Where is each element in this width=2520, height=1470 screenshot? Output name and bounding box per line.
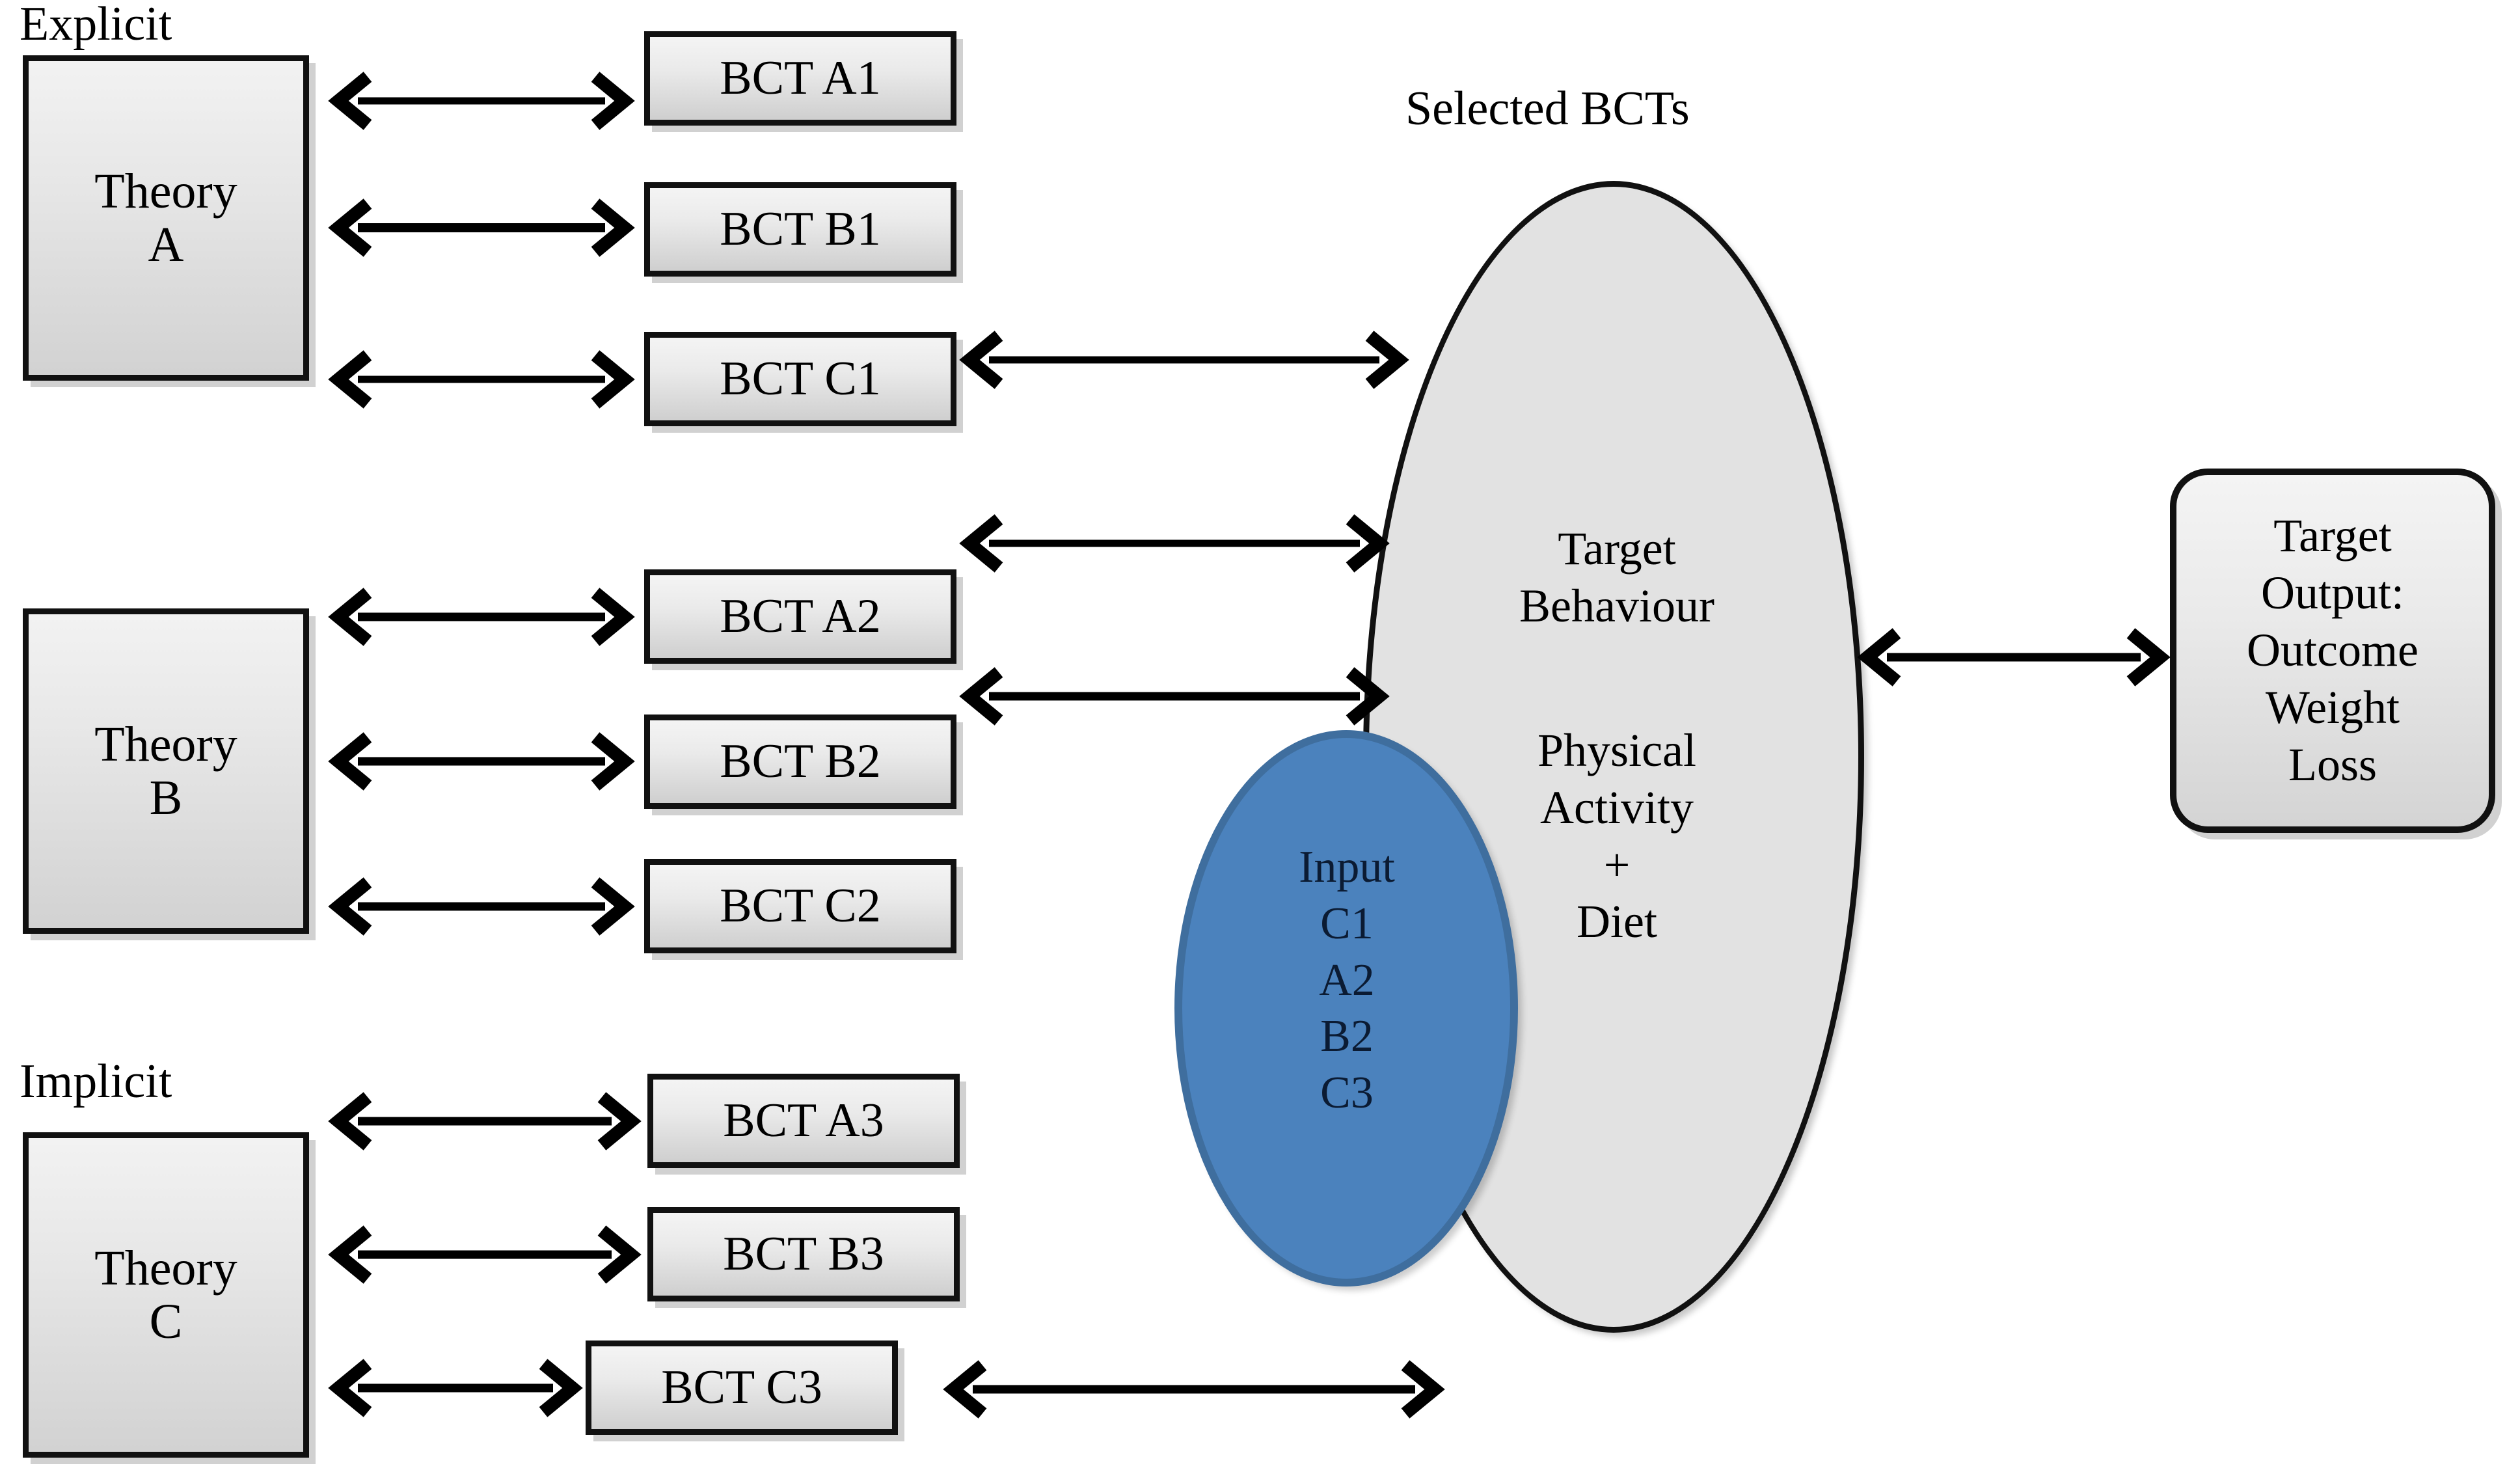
theory-a-label: Theory A [94,163,237,272]
theory-box-a[interactable]: Theory A [23,55,309,381]
connector-theory-c-to-bct-a3 [328,1092,642,1150]
connector-theory-c-to-bct-b3 [328,1225,642,1284]
connector-theory-b-to-bct-c2 [328,877,635,936]
bct-box-b1[interactable]: BCT B1 [644,182,956,277]
bct-a3-label: BCT A3 [723,1093,884,1147]
group-label-explicit: Explicit [20,0,172,51]
bct-a2-label: BCT A2 [720,589,881,643]
input-node-text: Input C1 A2 B2 C3 [1299,842,1395,1119]
selected-bcts-label: Selected BCTs [1405,82,1690,135]
bct-c1-label: BCT C1 [720,351,881,405]
connector-theory-a-to-bct-a1 [328,72,635,130]
target-output-box[interactable]: Target Output: Outcome Weight Loss [2170,469,2495,833]
theory-b-label: Theory B [94,716,237,825]
connector-theory-c-to-bct-c3 [328,1359,583,1417]
connector-theory-a-to-bct-c1 [328,350,635,409]
connector-theory-a-to-bct-b1 [328,198,635,257]
bct-box-c3[interactable]: BCT C3 [586,1341,898,1435]
target-behaviour-detail: Physical Activity + Diet [1538,724,1696,948]
bct-box-b2[interactable]: BCT B2 [644,715,956,809]
connector-bct-b2-to-behaviour [959,667,1390,726]
bct-box-a2[interactable]: BCT A2 [644,569,956,664]
bct-box-a3[interactable]: BCT A3 [647,1074,960,1168]
bct-c3-label: BCT C3 [661,1360,822,1414]
target-behaviour-title: Target Behaviour [1519,523,1714,632]
bct-a1-label: BCT A1 [720,51,881,105]
connector-theory-b-to-bct-a2 [328,588,635,646]
bct-c2-label: BCT C2 [720,878,881,932]
connector-theory-b-to-bct-b2 [328,732,635,791]
bct-b1-label: BCT B1 [720,202,881,256]
bct-b3-label: BCT B3 [723,1227,884,1281]
connector-behaviour-to-output [1857,628,2171,687]
bct-b2-label: BCT B2 [720,734,881,788]
theory-box-b[interactable]: Theory B [23,608,309,934]
group-label-implicit: Implicit [20,1055,172,1108]
bct-box-a1[interactable]: BCT A1 [644,31,956,126]
connector-bct-a2-to-behaviour [959,514,1390,573]
connector-bct-c3-to-behaviour [943,1360,1445,1419]
bct-box-c2[interactable]: BCT C2 [644,859,956,953]
target-output-label: Target Output: Outcome Weight Loss [2247,510,2418,791]
bct-box-b3[interactable]: BCT B3 [647,1207,960,1301]
connector-bct-c1-to-behaviour [959,331,1409,389]
theory-c-label: Theory C [94,1240,237,1349]
bct-box-c1[interactable]: BCT C1 [644,332,956,426]
theory-box-c[interactable]: Theory C [23,1132,309,1458]
